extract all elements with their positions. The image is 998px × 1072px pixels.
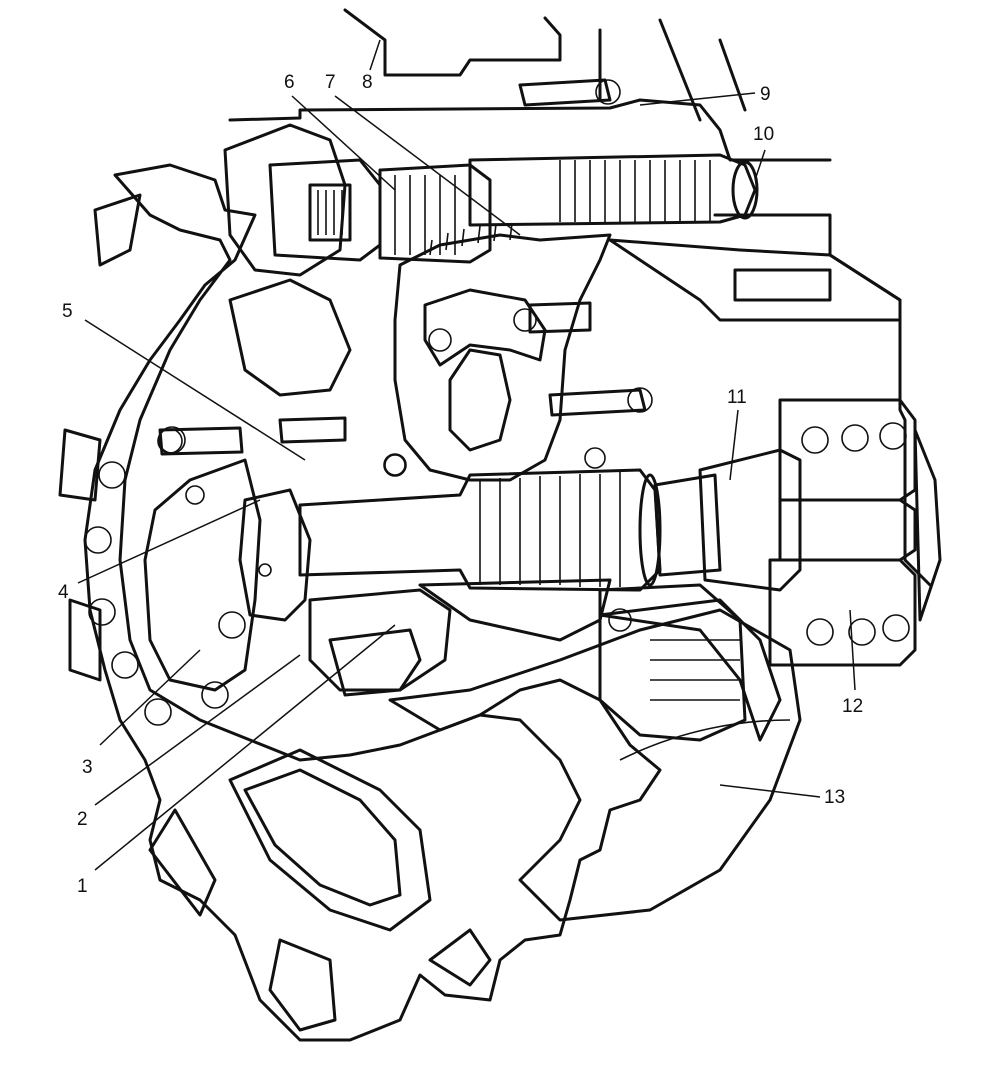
- leader-7: [334, 95, 521, 236]
- leader-4: [77, 499, 261, 584]
- leader-13: [719, 784, 821, 798]
- callout-4: 4: [58, 582, 69, 603]
- leader-10: [754, 149, 766, 181]
- leader-3: [99, 649, 201, 746]
- callout-10: 10: [753, 124, 774, 145]
- leader-5: [84, 319, 306, 461]
- callout-9: 9: [760, 84, 771, 105]
- callout-8: 8: [362, 72, 373, 93]
- bull-gear: [383, 222, 612, 482]
- callout-5: 5: [62, 301, 73, 322]
- callout-1: 1: [77, 876, 88, 897]
- drive-sprocket: [58, 163, 662, 1042]
- planetary-carrier: [223, 123, 492, 397]
- gear-case-cover: [388, 598, 802, 922]
- callout-12: 12: [842, 696, 863, 717]
- leader-9: [639, 92, 756, 106]
- mounting-bolts: [157, 78, 653, 476]
- lower-gear-train: [308, 583, 747, 742]
- transmission-housing: [228, 8, 932, 587]
- callout-6: 6: [284, 72, 295, 93]
- leader-11: [729, 409, 739, 481]
- callout-3: 3: [82, 757, 93, 778]
- callout-7: 7: [325, 72, 336, 93]
- callout-13: 13: [824, 787, 845, 808]
- hub-cover: [143, 458, 312, 692]
- output-coupling: [653, 398, 942, 667]
- leader-lines: [77, 39, 856, 871]
- leader-1: [94, 624, 396, 871]
- leader-2: [94, 654, 301, 806]
- callout-labels: 1 2 3 4 5 6 7 8 9 10 11 12 13: [58, 72, 863, 897]
- rim-bolts: [84, 426, 246, 726]
- leader-12: [849, 609, 856, 691]
- leader-8: [369, 39, 381, 71]
- callout-2: 2: [77, 809, 88, 830]
- callout-11: 11: [727, 387, 747, 408]
- leader-6: [291, 95, 396, 191]
